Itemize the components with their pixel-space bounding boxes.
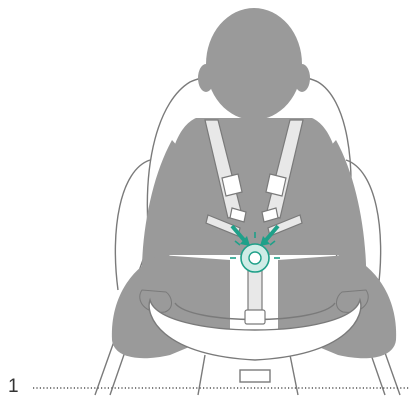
- step-number: 1: [8, 377, 19, 396]
- central-buckle: [241, 244, 269, 272]
